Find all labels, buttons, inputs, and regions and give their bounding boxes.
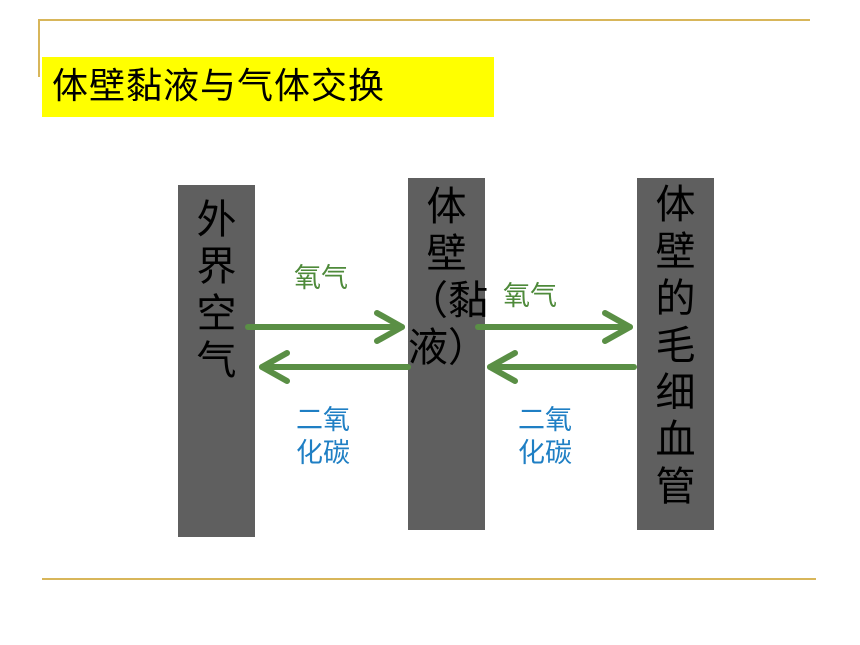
pillar-body-wall-mucus-label: 体壁（黏液）	[408, 184, 488, 371]
left-rule	[38, 19, 40, 77]
arrow-co2-mucus-to-outside	[259, 350, 411, 384]
arrow-oxygen-outside-to-mucus	[245, 310, 405, 344]
co2-label-left-line1: 二氧	[296, 405, 350, 436]
pillar-body-wall-mucus: 体壁（黏液）	[408, 178, 488, 530]
arrow-co2-capillary-to-mucus	[487, 350, 637, 384]
pillar-outside-air: 外界空气	[178, 185, 255, 537]
pillar-outside-air-label: 外界空气	[196, 197, 237, 384]
pillar-capillary-label: 体壁的毛细血管	[655, 182, 696, 510]
co2-label-left: 二氧 化碳	[290, 404, 356, 470]
co2-label-right-line1: 二氧	[518, 405, 572, 436]
co2-label-right: 二氧 化碳	[512, 404, 578, 470]
slide-title: 体壁黏液与气体交换	[52, 66, 386, 107]
co2-label-left-line2: 化碳	[296, 438, 350, 469]
oxygen-label-left: 氧气	[294, 263, 348, 294]
bottom-rule	[42, 578, 816, 580]
pillar-capillary: 体壁的毛细血管	[637, 178, 714, 530]
arrow-oxygen-mucus-to-capillary	[475, 310, 633, 344]
oxygen-label-right: 氧气	[503, 281, 557, 312]
co2-label-right-line2: 化碳	[518, 438, 572, 469]
top-rule	[38, 19, 810, 21]
title-highlight: 体壁黏液与气体交换	[42, 57, 494, 117]
